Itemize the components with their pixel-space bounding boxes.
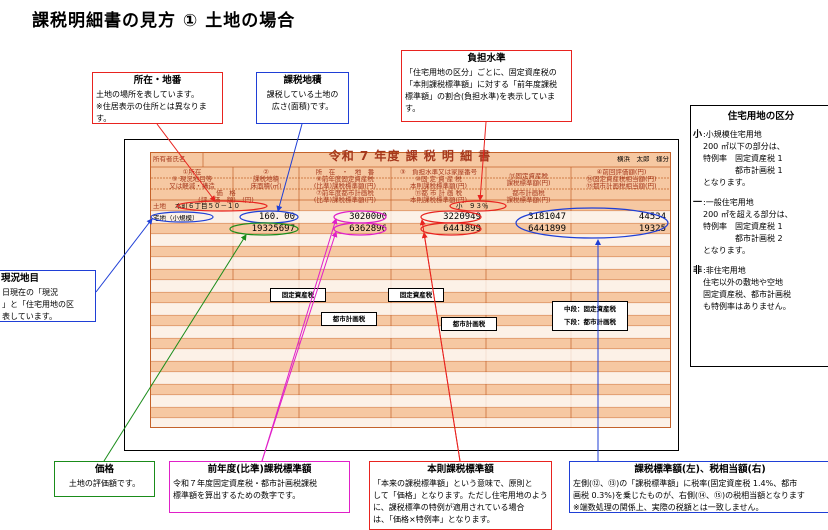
callout-location-title: 所在・地番: [133, 75, 182, 86]
owner-label: 所有者氏名: [153, 156, 186, 163]
owner-name: 横浜 太郎 様分: [617, 156, 669, 163]
callout-prev-title: 前年度(比準)課税標準額: [207, 464, 312, 475]
general-residential-label: 一: [693, 198, 703, 208]
header-location-use: ①所在 ⑤ 現況地目等 又は軽減・構造: [169, 169, 215, 190]
arrow-burden: [477, 121, 487, 201]
callout-prev: 前年度(比準)課税標準額 令和７年度固定資産税・都市計画税課税 標準額を算出する…: [169, 461, 350, 513]
callout-residential: 住宅用地の区分 小 :小規模住宅用地 200 ㎡以下の部分は、 特例率 固定資産…: [690, 105, 828, 367]
callout-price: 価格 土地の評価額です。: [54, 461, 155, 497]
header-prev-fixed: 所 在 ・ 地 番 ⑥前年度固定資産税 (比準)課税標準額(円): [313, 169, 377, 190]
row-burden: 小 ９３％: [456, 203, 489, 210]
callout-burden-title: 負担水準: [467, 53, 506, 64]
callout-base-title: 本則課税標準額: [427, 464, 494, 475]
callout-area-body: 課税している土地の 広さ(面積)です。: [266, 90, 339, 111]
arrow-location: [156, 123, 216, 202]
small-residential-body: :小規模住宅用地 200 ㎡以下の部分は、 特例率 固定資産税 1 都市計画税 …: [703, 130, 785, 187]
callout-prev-body: 令和７年度固定資産税・都市計画税課税 標準額を算出するための数字です。: [173, 479, 317, 500]
oval-base-fixed: [420, 210, 482, 224]
row-price: 19325697: [251, 224, 295, 234]
general-residential-body: :一般住宅用地 200 ㎡を超える部分は、 特例率 固定資産税 1 都市計画税 …: [703, 198, 793, 255]
callout-std: 課税標準額(左)、税相当額(右) 左側(⑫、⑬)の「課税標準額」に税率(固定資産…: [569, 461, 828, 513]
callout-area-title: 課税地積: [283, 75, 322, 86]
non-residential-body: :非住宅用地 住宅以外の敷地や空地 固定資産税、都市計画税 も特例率はありません…: [703, 266, 791, 311]
row-std-city: 6441899: [528, 224, 566, 234]
arrow-prev-fixed: [261, 218, 338, 462]
oval-land-use: [150, 211, 214, 223]
callout-location: 所在・地番 土地の場所を表しています。 ※住居表示の住所とは異なります。: [92, 72, 223, 124]
oval-prev-city: [333, 222, 387, 236]
header-prev-city: ⑦前年度都市計画税 (比準)課税標準額(円): [313, 190, 377, 204]
arrow-prev-city: [261, 231, 338, 462]
header-tax-amount: ④前回評価額(円) ⑭固定資産税相当額(円) ⑮都市計画税相当額(円): [586, 169, 657, 190]
tag-mid: 中段：固定資産税: [564, 305, 616, 313]
callout-std-title: 課税標準額(左)、税相当額(右): [634, 464, 766, 475]
row-base-city: 6441899: [443, 224, 481, 234]
row-prev-fixed: 3020000: [349, 212, 387, 222]
page-title: 課税明細書の見方 ① 土地の場合: [32, 11, 296, 31]
header-price: 価 格 (評 価 額) (円): [198, 190, 254, 204]
oval-address: [176, 200, 268, 212]
header-area: ② 課税地積 床面積(㎡): [250, 169, 282, 190]
callout-land-use: 現況地目 日現在の「現況 」と「住宅用地の区 表しています。: [0, 270, 96, 322]
tag-bottom: 下段：都市計画税: [564, 318, 616, 326]
header-std-fixed: ⑬固定資産税 課税標準額(円): [506, 173, 551, 187]
tag-mid-bottom: 中段：固定資産税 下段：都市計画税: [552, 301, 628, 331]
callout-land-use-body: 日現在の「現況 」と「住宅用地の区 表しています。: [2, 288, 74, 321]
row-city-tax: 19325: [638, 224, 666, 234]
row-address: 本町６丁目５０－１０: [175, 203, 240, 210]
header-base-city: ⑪都 市 計 画 税 本則課税標準額(円): [409, 190, 468, 204]
oval-price: [229, 222, 299, 236]
tag-city-right: 都市計画税: [441, 317, 497, 331]
callout-area: 課税地積 課税している土地の 広さ(面積)です。: [256, 72, 349, 124]
header-std-city: 都市計画税 課税標準額(円): [506, 190, 551, 204]
row-fixed-tax: 44534: [638, 212, 666, 222]
form-title: 令和 7 年度 課 税 明 細 書: [328, 149, 492, 163]
callout-burden-body: 「住宅用地の区分」ごとに、固定資産税の 「本則課税標準額」に対する「前年度課税 …: [405, 68, 557, 113]
row-kind: 土地: [153, 203, 166, 210]
row-std-fixed: 3181047: [528, 212, 566, 222]
row-land-use: 宅地（小規模）: [153, 215, 199, 222]
arrow-price: [103, 234, 247, 462]
oval-area: [239, 210, 299, 224]
arrow-area: [276, 123, 303, 212]
row-area: 160．00: [258, 212, 295, 222]
arrow-land-use: [95, 218, 153, 293]
tag-fixed-right: 固定資産税: [388, 288, 444, 302]
non-residential-label: 非: [693, 266, 703, 276]
oval-base-city: [420, 222, 482, 236]
oval-std-tax: [515, 207, 669, 239]
tax-statement-form: 所有者氏名 横浜 太郎 様分 ①所在 ⑤ 現況地目等 又は軽減・構造 ② 課税地…: [150, 152, 671, 428]
callout-land-use-title: 現況地目: [1, 273, 40, 284]
row-base-fixed: 3220949: [443, 212, 481, 222]
callout-base: 本則課税標準額 「本来の課税標準額」という意味で、原則と して「価格」となります…: [369, 461, 552, 530]
row-prev-city: 6362896: [349, 224, 387, 234]
callout-base-body: 「本来の課税標準額」という意味で、原則と して「価格」となります。ただし住宅用地…: [373, 479, 548, 524]
oval-burden: [449, 200, 507, 212]
callout-price-title: 価格: [94, 464, 114, 475]
header-base-fixed: ③ 負担水準又は家屋番号 ⑩固 定 資 産 税 本則課税標準額(円): [399, 169, 478, 190]
tag-city-left: 都市計画税: [321, 312, 377, 326]
small-residential-label: 小: [693, 130, 703, 140]
callout-std-body: 左側(⑫、⑬)の「課税標準額」に税率(固定資産税 1.4%、都市 画税 0.3%…: [573, 479, 805, 512]
callout-price-body: 土地の評価額です。: [68, 479, 141, 488]
callout-residential-title: 住宅用地の区分: [727, 111, 795, 122]
callout-location-body: 土地の場所を表しています。 ※住居表示の住所とは異なります。: [96, 90, 207, 123]
oval-prev-fixed: [333, 210, 387, 224]
arrow-base-city: [421, 232, 461, 462]
callout-burden: 負担水準 「住宅用地の区分」ごとに、固定資産税の 「本則課税標準額」に対する「前…: [401, 50, 572, 122]
